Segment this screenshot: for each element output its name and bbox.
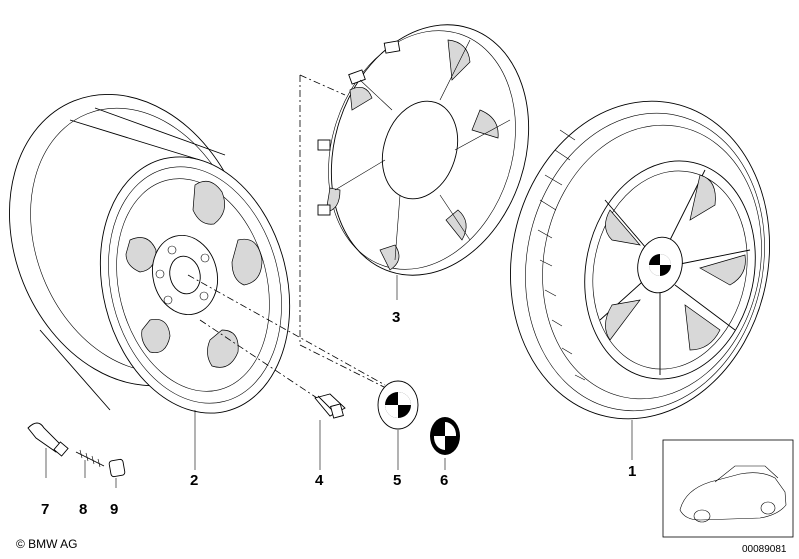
part-number-9: 9 <box>110 501 118 518</box>
valve-icon[interactable] <box>27 422 69 457</box>
car-thumbnail-icon <box>662 439 794 538</box>
tyre-icon[interactable] <box>482 77 799 443</box>
hub-cap-icon[interactable] <box>299 0 560 301</box>
steel-rim-icon[interactable] <box>0 58 316 434</box>
part-number-6: 6 <box>440 472 448 489</box>
part-number-4: 4 <box>315 472 324 489</box>
part-number-1: 1 <box>628 463 636 480</box>
part-number-3: 3 <box>392 309 400 326</box>
part-number-2: 2 <box>190 472 198 489</box>
center-cap-icon[interactable] <box>377 380 419 430</box>
emblem-icon[interactable] <box>430 417 460 455</box>
wheel-bolt-icon[interactable] <box>314 393 346 419</box>
diagram-code: 00089081 <box>742 544 787 555</box>
copyright-text: © BMW AG <box>16 537 78 551</box>
part-number-5: 5 <box>393 472 401 489</box>
valve-core-icon[interactable] <box>75 449 105 468</box>
valve-cap-icon[interactable] <box>108 458 126 478</box>
bolt-leader <box>199 319 321 401</box>
hub-cap-leader-top <box>299 74 346 96</box>
part-number-7: 7 <box>41 501 49 518</box>
part-number-8: 8 <box>79 501 87 518</box>
hub-cap-center-leader <box>299 344 391 391</box>
